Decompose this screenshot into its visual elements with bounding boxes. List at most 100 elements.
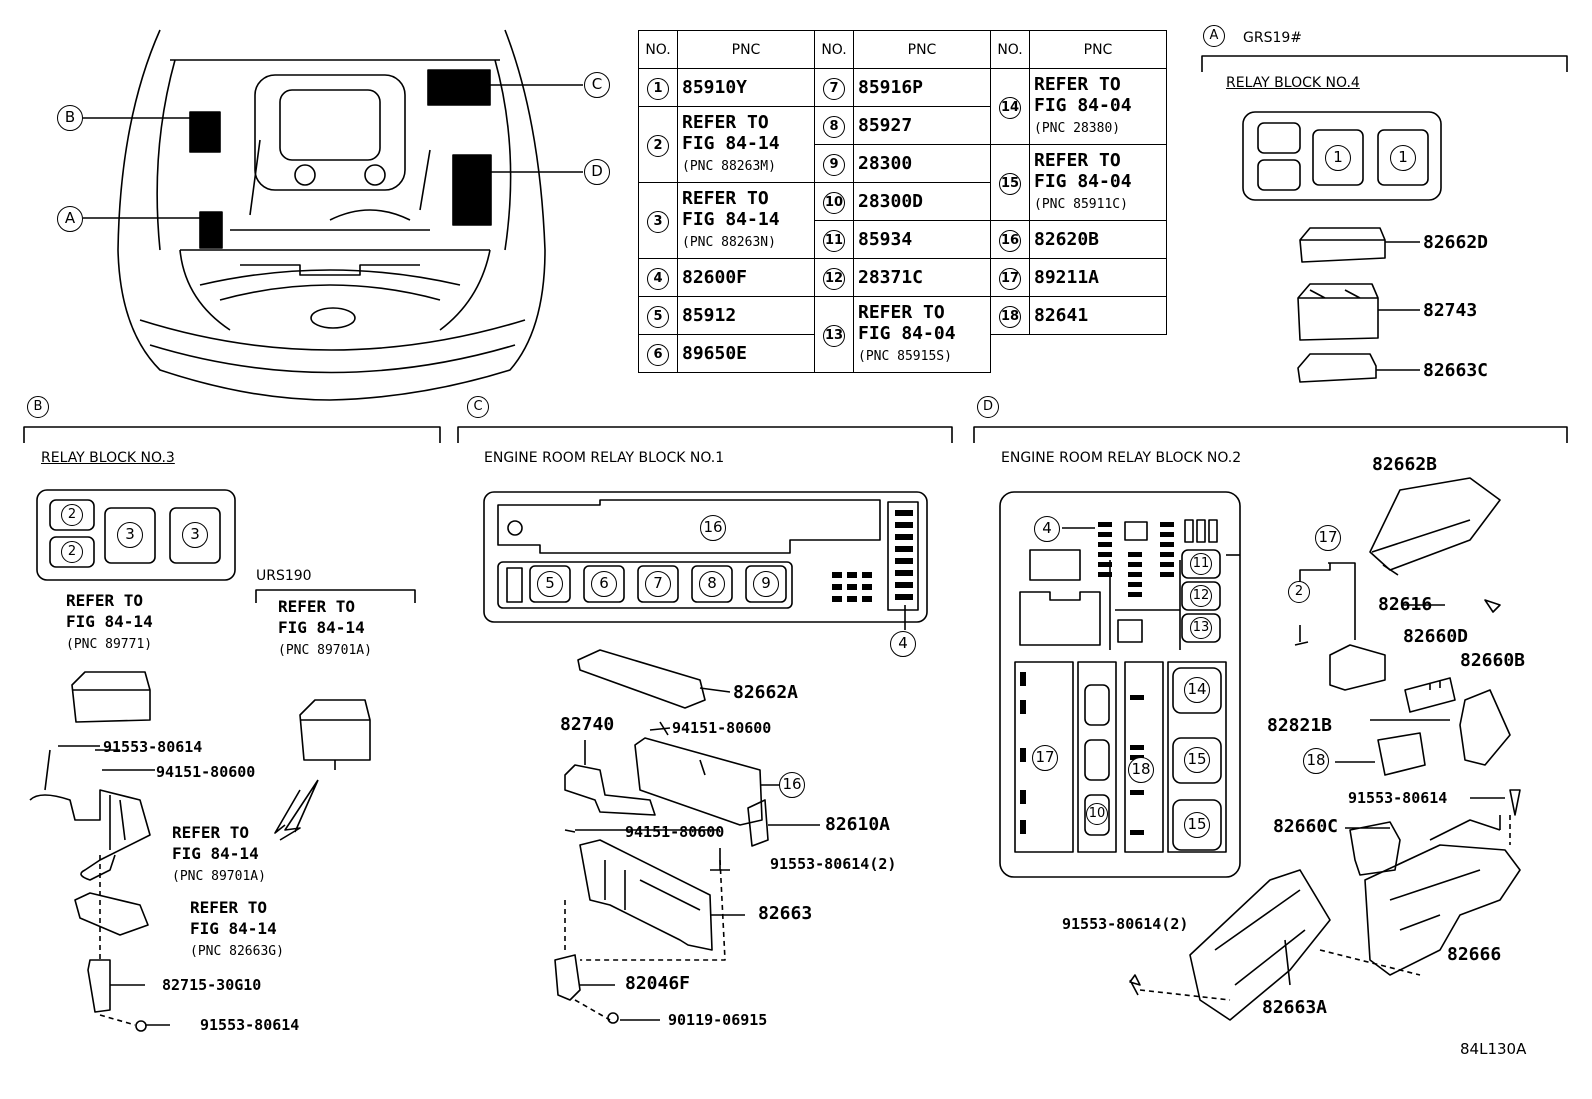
relay-no-1: 1 <box>1325 145 1351 171</box>
item-8: 8 <box>699 571 725 597</box>
item-11: 11 <box>1190 553 1212 575</box>
item-18-exploded: 18 <box>1303 748 1329 774</box>
part-94151-80600: 94151-80600 <box>156 763 256 781</box>
no-circle: 13 <box>823 324 845 347</box>
relay-block-2-art <box>999 477 1521 1021</box>
item-17-exploded: 17 <box>1315 525 1341 551</box>
section-a-model: GRS19# <box>1243 30 1303 46</box>
pnc-cell: 28300D <box>853 182 991 221</box>
no-circle: 16 <box>999 229 1021 252</box>
header-no-3: NO. <box>990 30 1030 69</box>
no-circle: 15 <box>999 172 1021 195</box>
section-a-title: RELAY BLOCK NO.4 <box>1226 75 1360 91</box>
item-13: 13 <box>1190 617 1212 639</box>
pnc-cell: 85916P <box>853 68 991 107</box>
item-15: 15 <box>1184 747 1210 773</box>
item-10: 10 <box>1086 803 1108 825</box>
no-circle: 7 <box>823 77 845 100</box>
relay-no-3: 3 <box>117 522 143 548</box>
part-82715-30g10: 82715-30G10 <box>162 976 262 994</box>
no-circle: 4 <box>647 267 669 290</box>
no-circle: 6 <box>647 343 669 366</box>
part-94151-80600-c2: 94151-80600 <box>625 823 725 841</box>
part-82821b: 82821B <box>1267 715 1333 736</box>
part-82610a: 82610A <box>825 814 891 835</box>
part-82666: 82666 <box>1447 944 1502 965</box>
part-82662b: 82662B <box>1372 454 1438 475</box>
pnc-cell: 89650E <box>677 334 815 373</box>
relay-block-1-art <box>483 491 928 1024</box>
section-d-title: ENGINE ROOM RELAY BLOCK NO.2 <box>1001 450 1242 466</box>
part-82663: 82663 <box>758 903 813 924</box>
table-row: 6 89650E <box>638 334 1167 373</box>
table-row: 11 85934 16 82620B <box>639 220 1167 259</box>
pnc-cell: 28300 <box>853 144 991 183</box>
no-circle: 1 <box>647 77 669 100</box>
part-91553-80614-2-d: 91553-80614(2) <box>1062 915 1189 933</box>
pnc-cell: 89211A <box>1029 258 1167 297</box>
item-17: 17 <box>1032 745 1058 771</box>
pnc-cell: 85927 <box>853 106 991 145</box>
table-row: 4 82600F 12 28371C 17 89211A <box>638 258 1167 297</box>
header-no-2: NO. <box>814 30 854 69</box>
part-91553-80614-lower: 91553-80614 <box>200 1016 300 1034</box>
item-7: 7 <box>645 571 671 597</box>
part-82660c: 82660C <box>1273 816 1339 837</box>
part-82663c: 82663C <box>1423 360 1489 381</box>
part-82662a: 82662A <box>733 682 799 703</box>
part-94151-80600-c: 94151-80600 <box>672 719 772 737</box>
item-15: 15 <box>1184 812 1210 838</box>
relay-no-2: 2 <box>61 504 83 526</box>
pnc-cell: 85912 <box>677 296 815 335</box>
no-circle: 12 <box>823 267 845 290</box>
header-no-1: NO. <box>638 30 678 69</box>
item-4-d: 4 <box>1034 516 1060 542</box>
part-91553-80614-2: 91553-80614(2) <box>770 855 897 873</box>
section-a-marker: A <box>1203 25 1225 47</box>
no-circle: 5 <box>647 305 669 328</box>
no-circle: 2 <box>647 134 669 157</box>
pnc-table: NO. PNC NO. PNC NO. PNC 1 85910Y 7 85916… <box>638 30 1167 373</box>
section-b-marker: B <box>27 396 49 418</box>
item-18: 18 <box>1128 757 1154 783</box>
no-circle: 17 <box>999 267 1021 290</box>
part-82046f: 82046F <box>625 973 691 994</box>
section-brackets <box>23 55 1568 603</box>
section-b-model: URS190 <box>256 568 312 584</box>
callout-d: D <box>584 159 610 185</box>
pnc-cell: 82641 <box>1029 296 1167 335</box>
part-82660d: 82660D <box>1403 626 1469 647</box>
callout-a: A <box>57 206 83 232</box>
item-4: 4 <box>890 631 916 657</box>
relay-block-4-art <box>1242 111 1442 383</box>
figure-code: 84L130A <box>1460 1040 1527 1058</box>
callout-b: B <box>57 105 83 131</box>
engine-bay-sketch <box>83 29 583 401</box>
item-2-exploded: 2 <box>1288 581 1310 603</box>
no-circle: 10 <box>823 191 845 214</box>
pnc-cell: 28371C <box>853 258 991 297</box>
part-91553-80614-d: 91553-80614 <box>1348 789 1448 807</box>
item-12: 12 <box>1190 585 1212 607</box>
part-82740: 82740 <box>560 714 615 735</box>
no-circle: 18 <box>999 305 1021 328</box>
section-d-marker: D <box>977 396 999 418</box>
pnc-cell: 85934 <box>853 220 991 259</box>
no-circle: 3 <box>647 210 669 233</box>
section-b-title: RELAY BLOCK NO.3 <box>41 450 175 466</box>
part-82663a: 82663A <box>1262 997 1328 1018</box>
relay-block-3-art <box>29 489 371 1032</box>
item-5: 5 <box>537 571 563 597</box>
item-16-lower: 16 <box>779 772 805 798</box>
item-9: 9 <box>753 571 779 597</box>
no-circle: 8 <box>823 115 845 138</box>
header-pnc-1: PNC <box>677 30 815 69</box>
